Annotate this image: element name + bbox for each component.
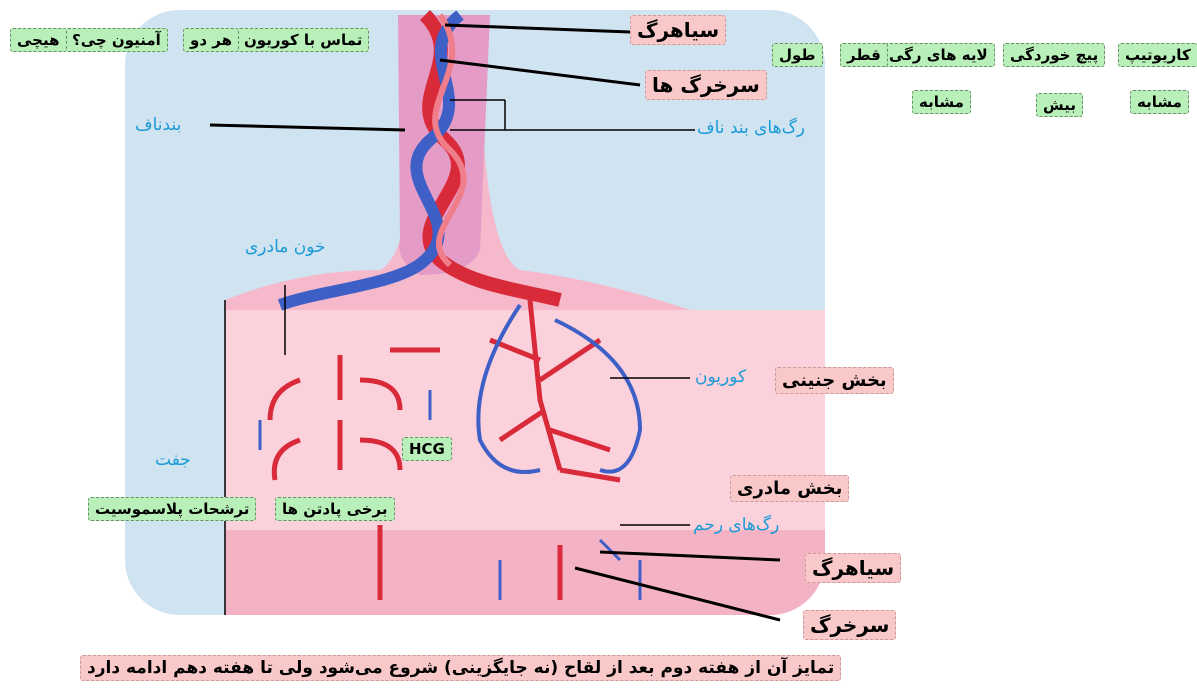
note-bottom-differentiation: تمایز آن از هفته دوم بعد از لقاح (نه جای… xyxy=(80,655,841,681)
note-fetal-part: بخش جنینی xyxy=(775,367,894,394)
note-hcg: HCG xyxy=(402,437,452,461)
note-each-one: هر دو xyxy=(183,28,239,52)
note-maternal-part: بخش مادری xyxy=(730,475,849,502)
label-umbilical-vessels: رگ‌های بند ناف xyxy=(697,118,805,138)
note-arteries-top: سرخرگ ها xyxy=(645,70,767,100)
note-diameter: قطر xyxy=(840,43,888,67)
label-umbilical-cord: بندناف xyxy=(135,115,181,135)
note-nothing: هیچی xyxy=(10,28,67,52)
label-chorion: کوریون xyxy=(695,367,746,387)
note-similar-2: مشابه xyxy=(1130,90,1189,114)
note-antibodies: برخی پادتن ها xyxy=(275,497,395,521)
label-uterine-vessels: رگ‌های رحم xyxy=(693,515,779,535)
note-more: بیش xyxy=(1036,93,1083,117)
note-amnion-what: آمنیون چی؟ xyxy=(65,28,168,52)
note-vessel-layers: لایه های رگی xyxy=(882,43,995,67)
note-similar-1: مشابه xyxy=(912,90,971,114)
note-length: طول xyxy=(772,43,823,67)
note-amnion-secretions: ترشحات پلاسموسیت xyxy=(88,497,256,521)
note-chorion-contact: تماس با کوریون xyxy=(237,28,369,52)
note-artery-bottom: سرخرگ xyxy=(803,610,896,640)
note-karyotype: کاریوتیپ xyxy=(1118,43,1197,67)
note-vein-top: سیاهرگ xyxy=(630,15,726,45)
uterine-wall xyxy=(225,530,825,620)
note-coiling: پیچ خوردگی xyxy=(1003,43,1105,67)
label-placenta: جفت xyxy=(155,450,191,470)
note-vein-bottom: سیاهرگ xyxy=(805,553,901,583)
label-maternal-blood: خون مادری xyxy=(245,237,326,257)
